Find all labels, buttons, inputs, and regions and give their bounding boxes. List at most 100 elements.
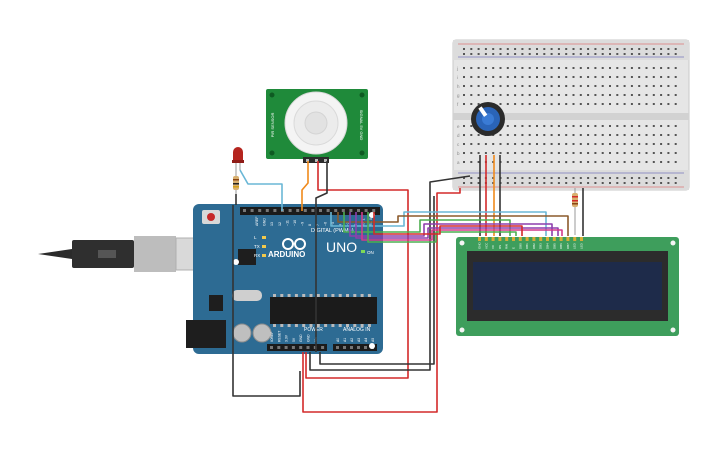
lcd-pin[interactable] <box>566 237 570 241</box>
power-pin-socket[interactable] <box>299 346 303 349</box>
digital-pin-socket[interactable] <box>364 209 368 212</box>
atmega-chip <box>270 297 377 324</box>
digital-pin-socket[interactable] <box>296 209 300 212</box>
pir-pin-gnd[interactable] <box>324 159 327 162</box>
digital-pin-label: AREF <box>255 216 259 226</box>
power-pin-label: GND <box>307 334 311 342</box>
wire-data-green <box>343 212 511 236</box>
digital-pin-socket[interactable] <box>303 209 307 212</box>
digital-pin-socket[interactable] <box>357 209 360 212</box>
digital-pin-socket[interactable] <box>258 209 262 212</box>
lcd-pin-label: DB4 <box>546 243 550 249</box>
lcd-pin[interactable] <box>518 237 522 241</box>
lcd-screen <box>473 262 662 310</box>
lcd-pin[interactable] <box>532 237 536 241</box>
digital-pin-socket[interactable] <box>372 209 376 212</box>
wire-gnd-breadboard <box>309 175 471 371</box>
power-pin-label: 3.3V <box>285 334 289 342</box>
power-pin-socket[interactable] <box>270 346 273 349</box>
breadboard-row-letter: b <box>457 151 460 156</box>
pir-pin-signal[interactable] <box>306 159 309 162</box>
digital-pin-socket[interactable] <box>326 209 330 212</box>
lcd-pin[interactable] <box>580 237 583 241</box>
lcd-resistor[interactable] <box>572 188 578 235</box>
analog-pin-socket[interactable] <box>343 346 346 349</box>
digital-pin-socket[interactable] <box>349 209 353 212</box>
arduino-brand: ARDUINO <box>268 250 305 259</box>
wire-pir-gnd <box>315 161 328 352</box>
lcd-pin[interactable] <box>559 237 563 241</box>
digital-pin-socket[interactable] <box>273 209 277 212</box>
lcd-pin[interactable] <box>552 237 556 241</box>
breadboard-row-letter: h <box>457 84 460 89</box>
digital-pin-socket[interactable] <box>243 209 246 212</box>
analog-pin-label: A4 <box>364 338 368 342</box>
pir-pin-5v[interactable] <box>315 159 318 162</box>
analog-header <box>333 344 377 351</box>
lcd-pin[interactable] <box>498 237 502 241</box>
breadboard-row-letter: c <box>457 142 460 147</box>
lcd-pin-label: V0 <box>491 245 495 249</box>
digital-pin-label: ~11 <box>285 220 289 226</box>
analog-pin-socket[interactable] <box>336 346 339 349</box>
lcd-pin[interactable] <box>525 237 529 241</box>
power-pin-socket[interactable] <box>277 346 281 349</box>
lcd-pin[interactable] <box>539 237 543 241</box>
digital-pin-label: ~9 <box>301 222 305 226</box>
power-pin-socket[interactable] <box>284 346 288 349</box>
lcd-pin[interactable] <box>505 237 509 241</box>
pir-sensor[interactable]: PIR SENSOR SIGNAL 5V GND <box>266 89 368 163</box>
led-resistor[interactable] <box>233 172 239 194</box>
lcd-pin[interactable] <box>573 237 577 241</box>
power-pin-socket[interactable] <box>291 346 295 349</box>
analog-pin-socket[interactable] <box>364 346 367 349</box>
red-led[interactable] <box>232 147 244 176</box>
digital-pin-label: 7 <box>316 224 320 226</box>
digital-pin-socket[interactable] <box>288 209 292 212</box>
lcd-pin[interactable] <box>491 237 495 241</box>
wire-pir-signal <box>301 161 309 211</box>
power-jack[interactable] <box>186 320 226 348</box>
usb-cable[interactable] <box>38 236 221 272</box>
analog-pin-label: A0 <box>336 338 340 342</box>
power-pin-socket[interactable] <box>306 346 310 349</box>
lcd-pin[interactable] <box>484 237 488 241</box>
lcd-pin[interactable] <box>512 237 515 241</box>
digital-pin-label: 13 <box>270 222 274 226</box>
digital-header <box>240 207 380 215</box>
lcd-pin-label: DB3 <box>539 243 543 249</box>
lcd-pin[interactable] <box>478 237 481 241</box>
breadboard-row-letter: f <box>457 102 459 107</box>
lcd-pin-label: DB0 <box>518 243 522 249</box>
lcd-pin-label: DB6 <box>559 243 563 249</box>
wire-led-ground <box>232 205 301 397</box>
digital-pin-socket[interactable] <box>319 209 322 212</box>
digital-pin-label: 12 <box>278 222 282 226</box>
digital-pin-socket[interactable] <box>311 209 315 212</box>
digital-pin-socket[interactable] <box>250 209 254 212</box>
potentiometer[interactable] <box>471 102 505 136</box>
power-pin-socket[interactable] <box>321 346 325 349</box>
lcd-pin[interactable] <box>546 237 549 241</box>
arduino-logo <box>282 238 306 250</box>
digital-label: DIGITAL (PWM~) <box>311 228 354 234</box>
on-label: ON <box>367 250 374 255</box>
wire-5v-breadboard <box>302 188 461 413</box>
wire-data-purple <box>349 212 553 237</box>
digital-pin-socket[interactable] <box>341 209 345 212</box>
arduino-uno-board[interactable]: DIGITAL (PWM~) ARDUINO UNO POWER ANALOG … <box>186 204 383 354</box>
digital-pin-label: ~5 <box>331 222 335 226</box>
digital-pin-label: 4 <box>339 224 343 226</box>
lcd-pin-label: E <box>512 247 516 249</box>
wire-data-brown <box>337 212 569 236</box>
analog-pin-socket[interactable] <box>350 346 353 349</box>
digital-pin-socket[interactable] <box>265 209 269 212</box>
wires[interactable] <box>232 155 584 413</box>
analog-pin-socket[interactable] <box>357 346 360 349</box>
breadboard-row-letter: g <box>457 93 460 98</box>
digital-pin-socket[interactable] <box>334 209 338 212</box>
